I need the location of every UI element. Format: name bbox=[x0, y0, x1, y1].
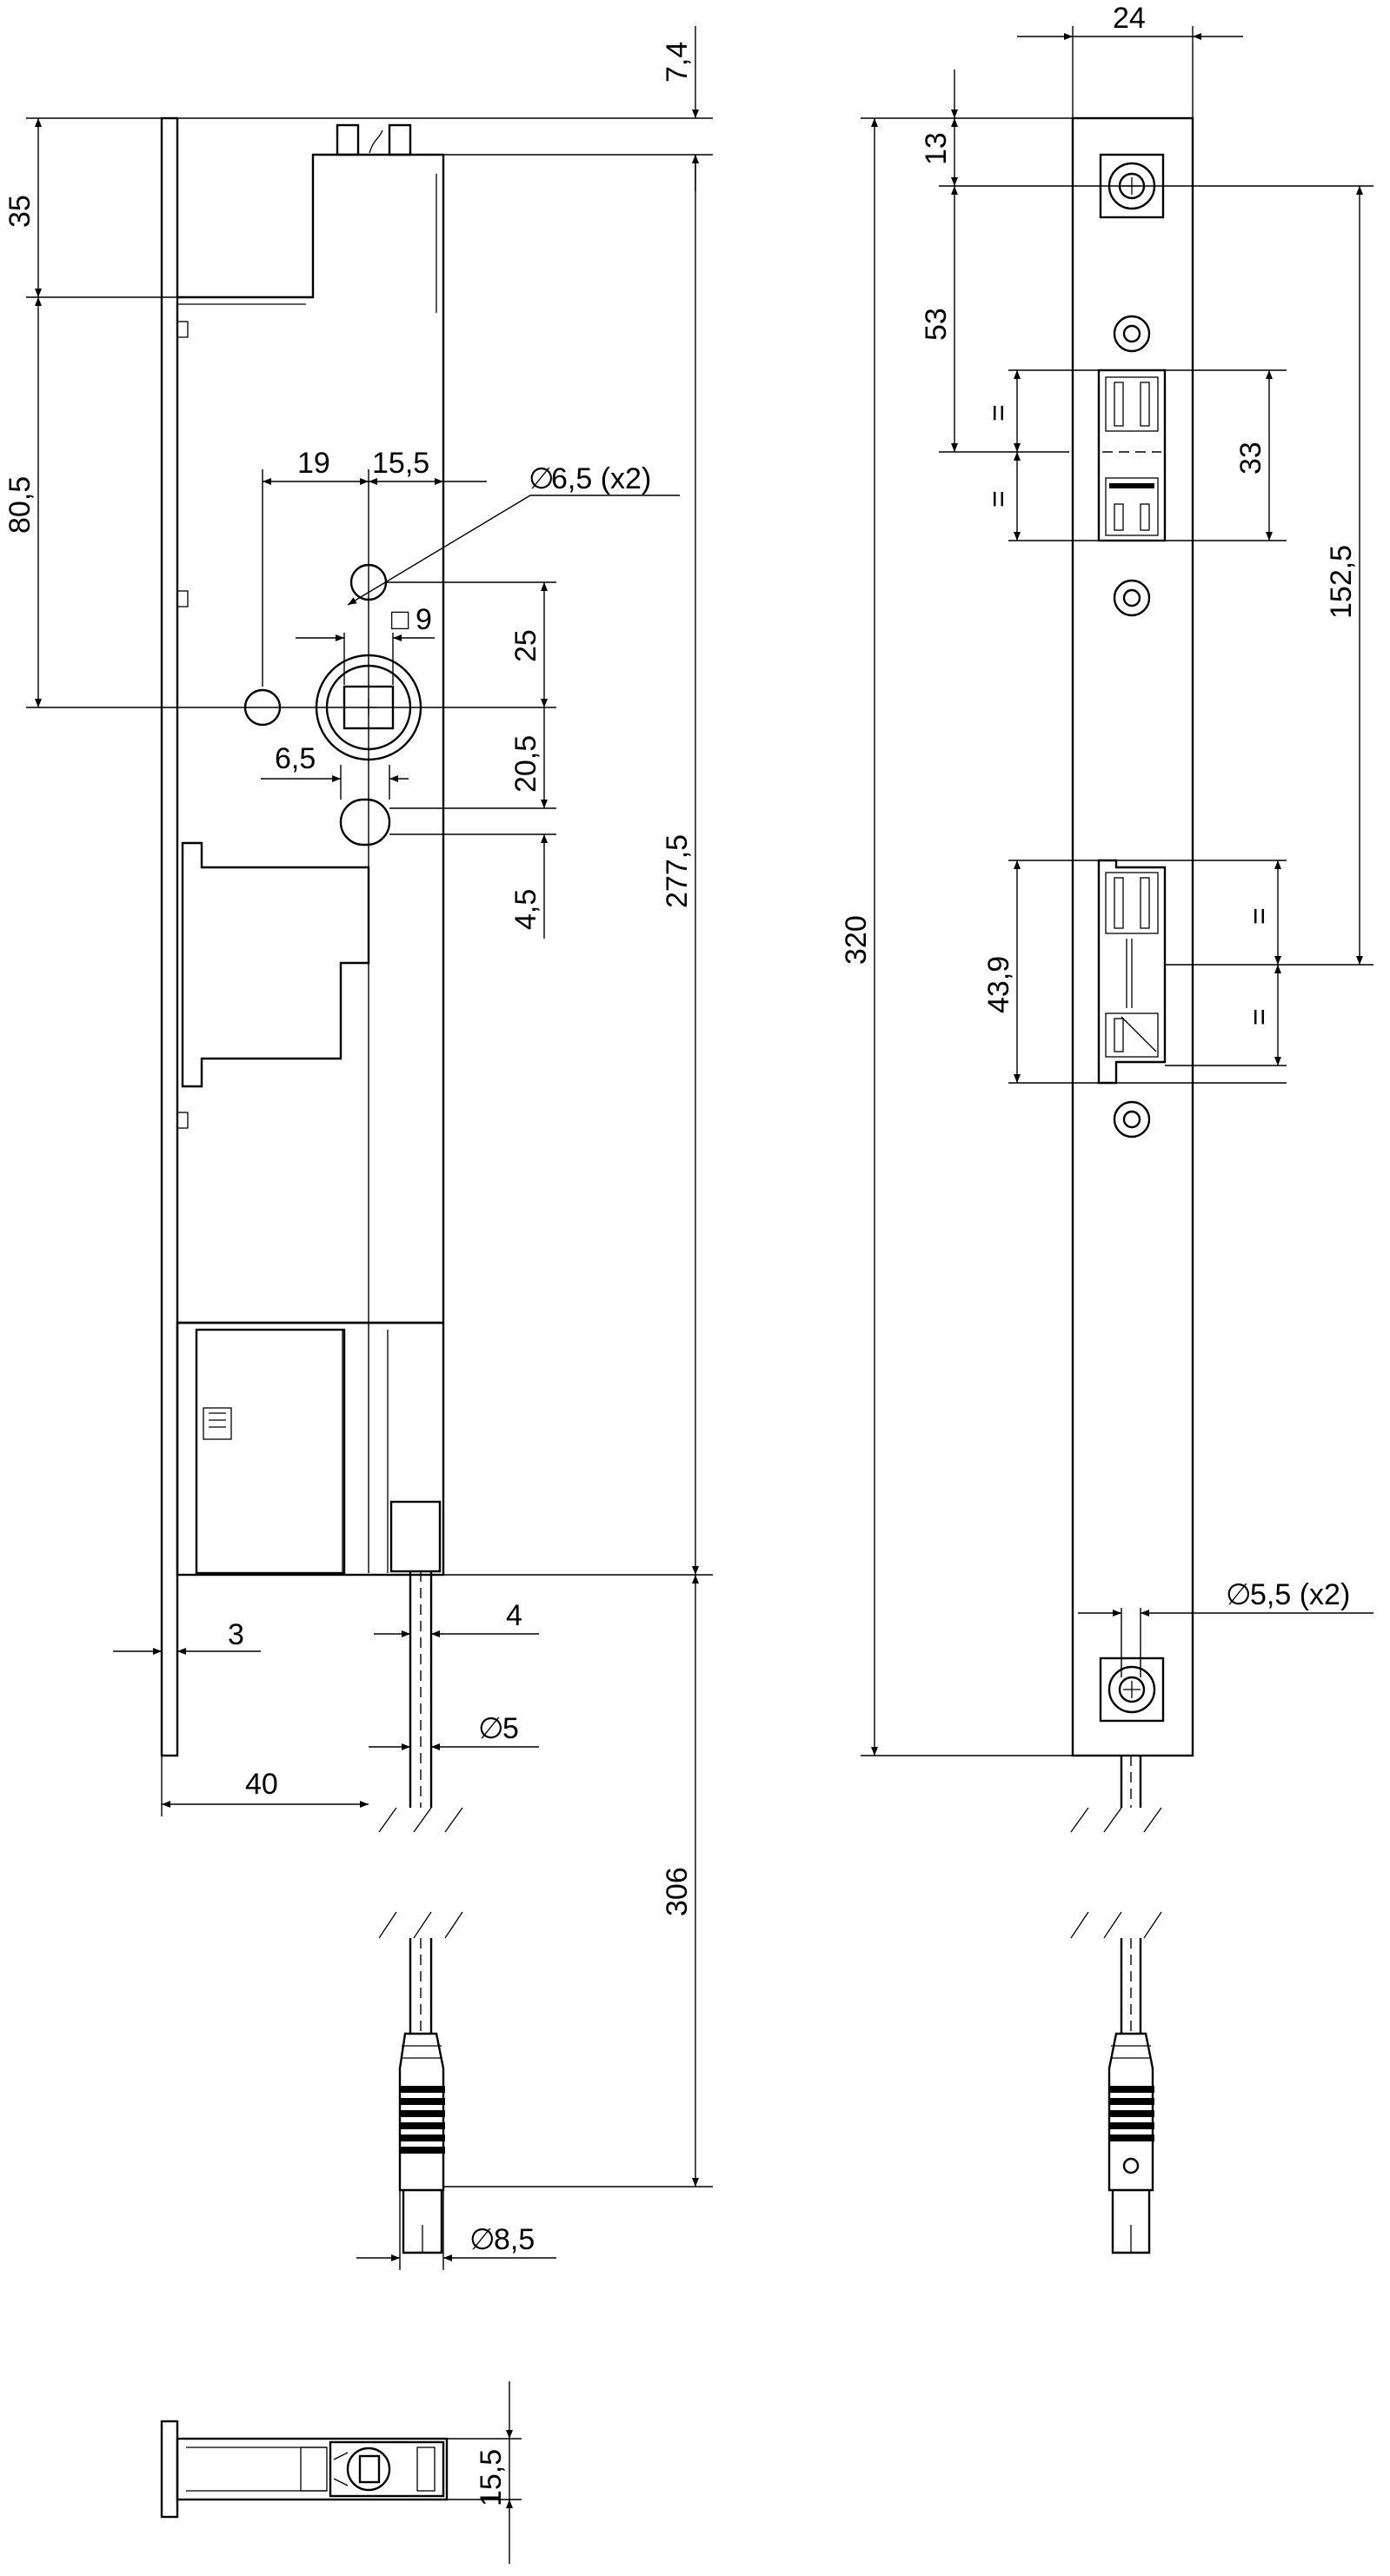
connector-plug bbox=[398, 2032, 445, 2254]
slot-hole bbox=[339, 798, 391, 846]
face-plate-bottom bbox=[160, 2420, 179, 2519]
diameter-symbol-b: ∅ bbox=[478, 1712, 504, 1745]
dim-bolt-height: 43,9 bbox=[982, 956, 1015, 1013]
side-dimensions: 24 13 53 = = 33 152,5 320 43,9 = = ∅ 5,5… bbox=[840, 2, 1373, 1756]
dim-square: 9 bbox=[416, 603, 432, 636]
lock-body-bottom bbox=[176, 2437, 449, 2501]
dim-h-offset: 19 bbox=[297, 447, 330, 480]
diameter-symbol-c: ∅ bbox=[469, 2223, 495, 2256]
dim-bolt-equal-a: = bbox=[1243, 907, 1276, 925]
diameter-symbol-d: ∅ bbox=[1226, 1578, 1252, 1611]
dim-latch-height: 33 bbox=[1234, 442, 1267, 475]
latch-window bbox=[1097, 368, 1167, 542]
cable-gland bbox=[389, 1500, 442, 1573]
dim-hole-dia: 6,5 (x2) bbox=[551, 462, 651, 495]
connector-plug-side bbox=[1107, 2032, 1154, 2254]
dim-bolt-equal-b: = bbox=[1243, 1008, 1276, 1026]
side-view bbox=[1070, 116, 1194, 2254]
bottom-dimensions: 15,5 bbox=[447, 2381, 522, 2564]
dim-width: 24 bbox=[1113, 2, 1146, 35]
motor-housing bbox=[176, 1321, 445, 1577]
dim-upper-spacing: 53 bbox=[920, 308, 953, 341]
bottom-view bbox=[160, 2420, 449, 2519]
dim-backset: 40 bbox=[245, 1768, 278, 1801]
dim-top-hole: 13 bbox=[920, 132, 953, 165]
diameter-symbol-a: ∅ bbox=[529, 462, 555, 495]
dim-vert-spacing: 25 bbox=[509, 629, 542, 662]
dim-cable-dia: 5 bbox=[502, 1712, 519, 1745]
screw-bottom bbox=[1099, 1656, 1165, 1723]
face-plate bbox=[160, 116, 179, 1757]
dim-plate-to-cylinder: 80,5 bbox=[3, 476, 37, 534]
dim-latch-equal-a: = bbox=[982, 404, 1015, 422]
fixing-hole-3 bbox=[1113, 1100, 1151, 1139]
face-plate-side bbox=[1071, 116, 1194, 1757]
square-symbol: □ bbox=[391, 603, 409, 636]
dim-slot: 4,5 bbox=[509, 889, 542, 930]
dim-hole-small: 6,5 bbox=[275, 742, 316, 775]
dim-top-offset: 7,4 bbox=[661, 42, 694, 83]
dim-body-length: 277,5 bbox=[661, 834, 694, 908]
dim-h-offset2: 15,5 bbox=[372, 447, 429, 480]
dim-hole-span: 152,5 bbox=[1325, 545, 1358, 619]
dim-plate-thickness: 3 bbox=[228, 1618, 244, 1651]
dim-cable-offset: 4 bbox=[506, 1599, 522, 1632]
front-dimensions: 7,4 277,5 306 35 80,5 19 15,5 ∅ 6,5 (x2)… bbox=[3, 26, 713, 2270]
bolt-window bbox=[1097, 859, 1167, 1085]
dim-upper-block: 35 bbox=[3, 195, 37, 228]
dim-cable-length: 306 bbox=[661, 1867, 694, 1916]
front-view bbox=[160, 116, 463, 2254]
dim-latch-equal-b: = bbox=[982, 490, 1015, 508]
fixing-hole-1 bbox=[1113, 315, 1151, 353]
latch-bolt bbox=[181, 841, 370, 1088]
dim-depth: 15,5 bbox=[475, 2449, 508, 2506]
dim-total-length: 320 bbox=[840, 915, 873, 965]
dim-plug-dia: 8,5 bbox=[494, 2223, 535, 2256]
dim-screw-dia: 5,5 (x2) bbox=[1250, 1578, 1350, 1611]
lock-body bbox=[177, 153, 445, 1325]
dim-vert-spacing2: 20,5 bbox=[509, 735, 542, 793]
fixing-hole-2 bbox=[1113, 579, 1151, 617]
